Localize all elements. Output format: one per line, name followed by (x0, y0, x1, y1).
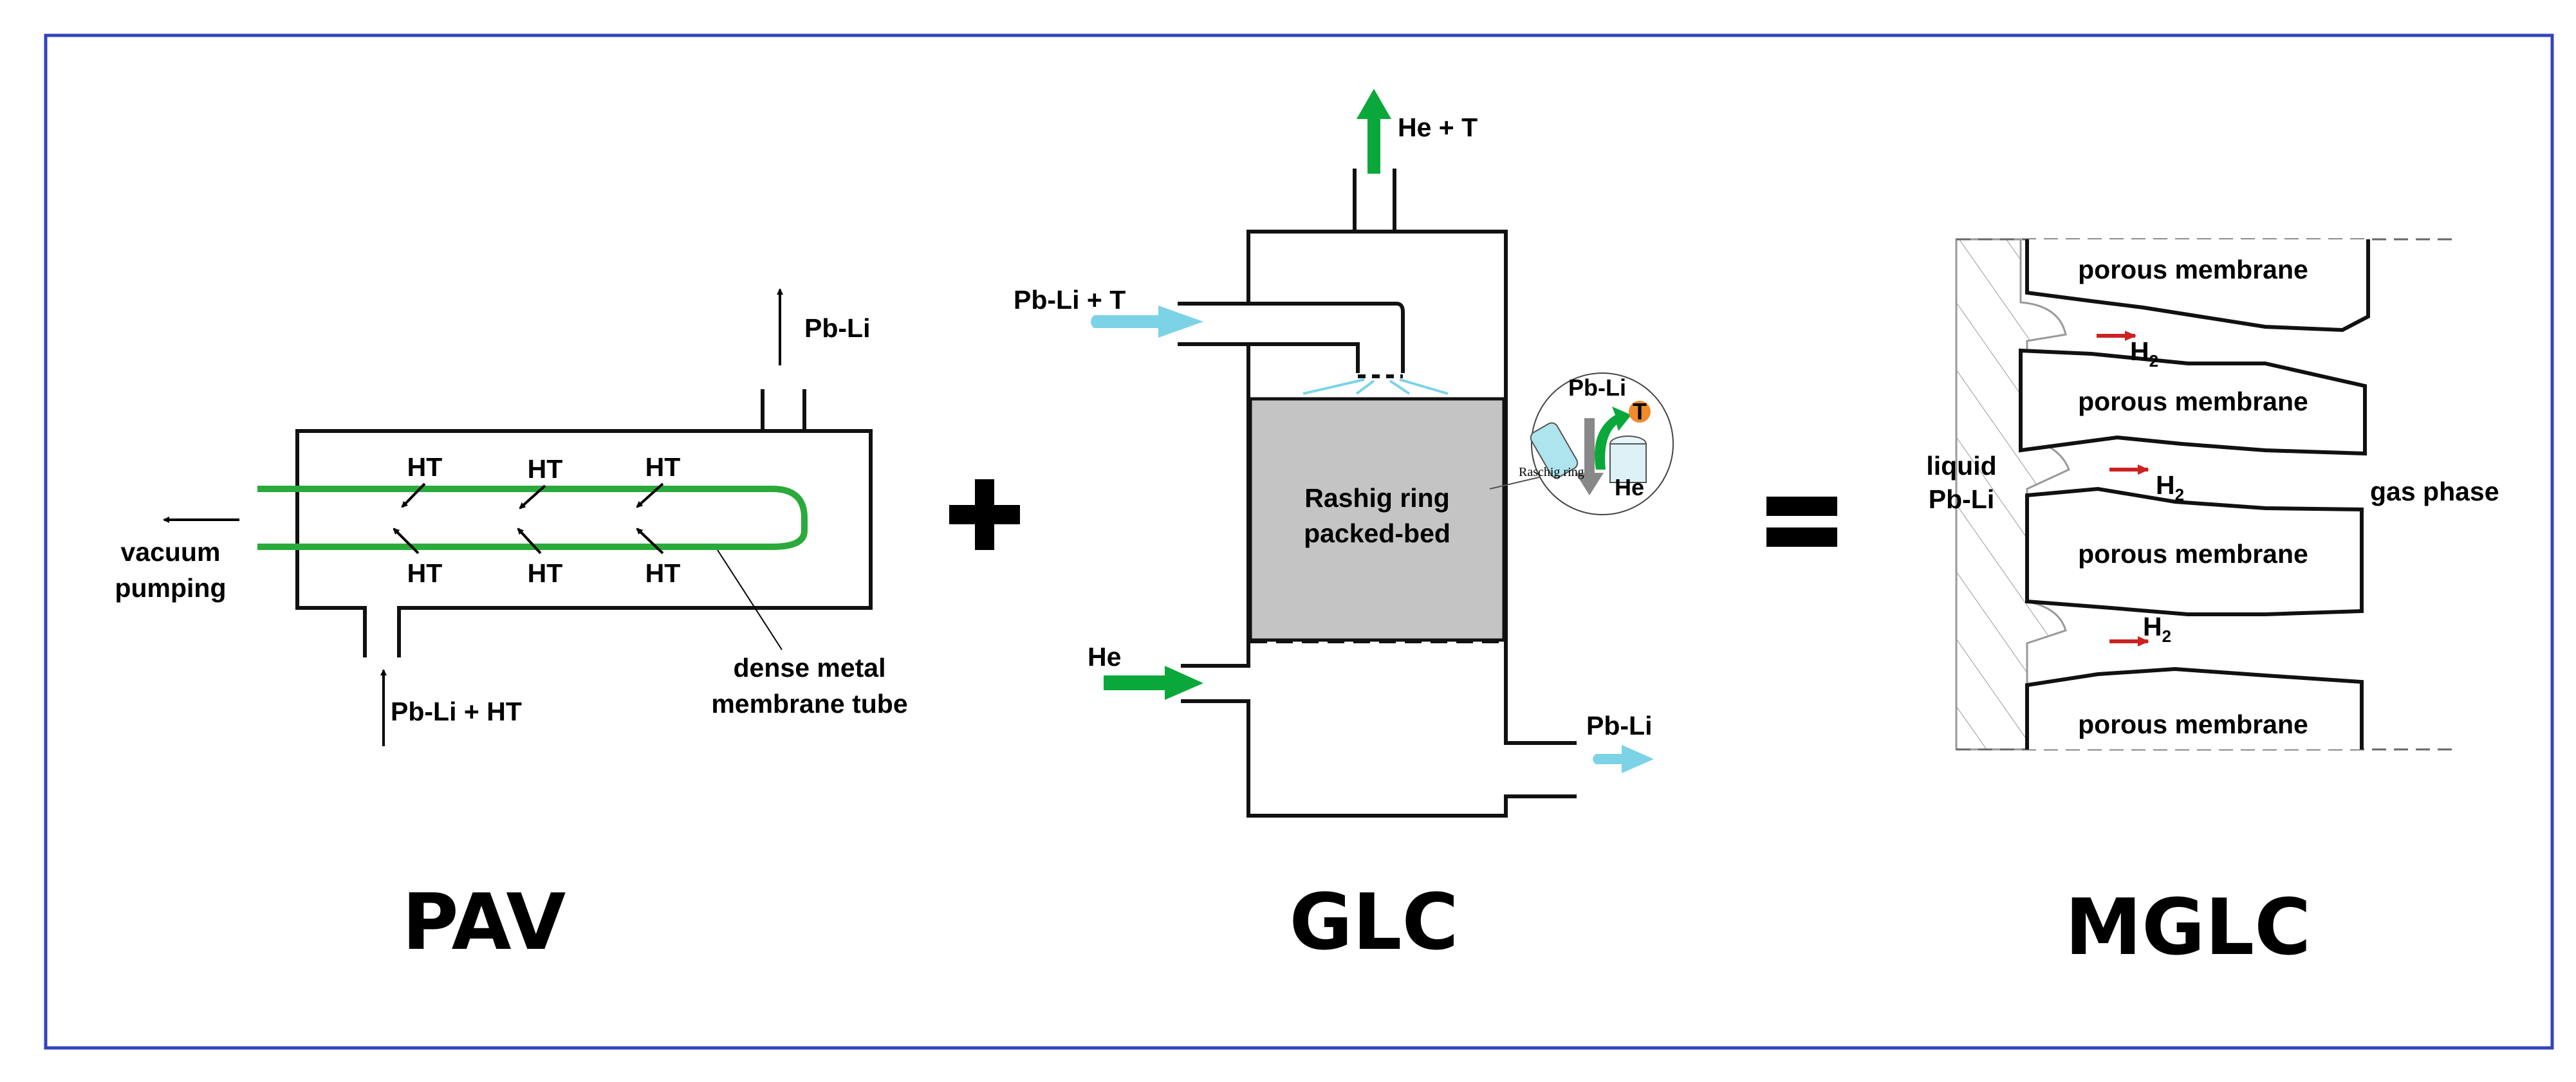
plus-sign (949, 479, 1020, 550)
porous-membrane-2 (2019, 348, 2367, 456)
feed-pipe-inner (1178, 342, 1360, 373)
ht-label-bottom-1: HT (407, 558, 443, 588)
spray-lines (1302, 378, 1449, 395)
inset-pbli-label: Pb-Li (1568, 374, 1626, 401)
pav-outlet-label: Pb-Li (804, 313, 870, 343)
membrane-label-2: porous membrane (2078, 387, 2308, 416)
gas-phase-label: gas phase (2370, 477, 2499, 506)
pav-diagram: Pb-Li Pb-Li + HT vacuum pumping HT HT HT… (115, 288, 908, 967)
pav-inlet-label: Pb-Li + HT (391, 697, 522, 726)
glc-column (1178, 169, 1577, 818)
bed-label-2: packed-bed (1304, 518, 1450, 548)
bed-label-1: Rashig ring (1304, 483, 1450, 513)
ht-label-top-1: HT (407, 452, 443, 482)
h2-label-1: H2 (2130, 336, 2158, 371)
top-outlet-arrow (1357, 89, 1391, 174)
packed-bed (1248, 397, 1506, 642)
h2-label-2: H2 (2156, 470, 2184, 504)
mglc-diagram: porous membrane porous membrane porous m… (1926, 238, 2499, 973)
ht-label-bottom-3: HT (645, 558, 681, 588)
raschig-inset: T Pb-Li He Raschig ring (1489, 372, 1674, 515)
membrane-label-3: porous membrane (2078, 539, 2308, 569)
ht-label-bottom-2: HT (528, 558, 563, 588)
membrane-leader-line (717, 549, 783, 650)
inset-t-label: T (1633, 398, 1647, 425)
tritium-badge (1629, 401, 1651, 423)
liquid-label-2: Pb-Li (1929, 484, 1994, 514)
membrane-label-4: porous membrane (2078, 710, 2308, 739)
glc-diagram: He + T Pb-Li + T Rashig ring packed-bed … (1014, 89, 1674, 967)
feed-arrow (1091, 306, 1203, 338)
porous-membrane-4 (2025, 666, 2364, 749)
inset-he-label: He (1615, 474, 1644, 500)
he-inlet-arrow (1104, 666, 1203, 700)
mglc-title: MGLC (2065, 883, 2311, 973)
h2-label-3: H2 (2143, 612, 2171, 646)
feed-pipe (1178, 302, 1405, 373)
ht-arrow-top-2 (519, 484, 546, 509)
pav-vessel (295, 389, 873, 657)
inset-ring-label: Raschig ring (1519, 465, 1584, 479)
vacuum-label-2: pumping (115, 573, 226, 603)
equals-sign (1766, 497, 1837, 547)
membrane-label-1: dense metal (734, 653, 886, 683)
bottom-outlet-arrow (1593, 745, 1654, 773)
ht-label-top-2: HT (528, 454, 563, 484)
porous-membrane-1 (2025, 239, 2370, 333)
ht-arrow-bottom-1 (393, 527, 420, 555)
membrane-label-2: membrane tube (711, 689, 907, 719)
glc-title: GLC (1289, 878, 1458, 967)
ht-arrow-top-3 (636, 482, 664, 508)
pav-membrane-tube (257, 486, 808, 550)
ht-arrow-bottom-2 (517, 527, 542, 555)
porous-membrane-3 (2025, 486, 2364, 616)
ht-arrow-top-1 (401, 482, 426, 508)
ht-arrow-bottom-3 (636, 527, 664, 555)
outer-frame (44, 33, 2554, 1050)
feed-label: Pb-Li + T (1014, 285, 1126, 315)
membrane-label-1: porous membrane (2078, 255, 2308, 284)
ht-label-top-3: HT (645, 452, 681, 482)
he-inlet-label: He (1088, 642, 1121, 672)
liquid-hatch-region (1955, 238, 2070, 751)
bottom-outlet-label: Pb-Li (1586, 711, 1652, 740)
top-outlet-label: He + T (1398, 113, 1478, 142)
vacuum-label-1: vacuum (121, 537, 221, 567)
pav-title: PAV (402, 878, 566, 967)
liquid-label-1: liquid (1926, 451, 1996, 481)
